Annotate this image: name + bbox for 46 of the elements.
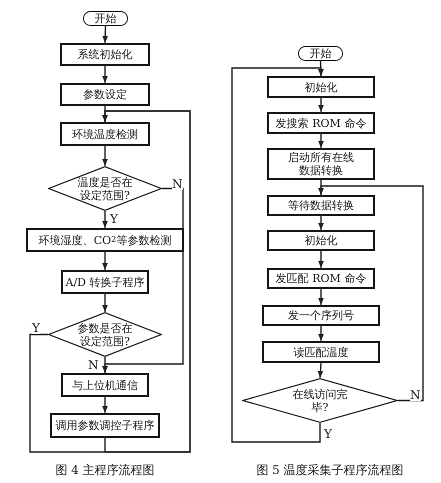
edge-label: Y xyxy=(32,322,40,334)
process-box: 等待数据转换 xyxy=(267,195,375,216)
process-box: 发搜索 ROM 命令 xyxy=(267,112,375,134)
arrow xyxy=(102,188,184,373)
arrow xyxy=(102,252,108,270)
arrow xyxy=(318,60,324,76)
arrow xyxy=(102,397,108,413)
process-box: 调用参数调控子程序 xyxy=(50,413,160,438)
arrow xyxy=(29,110,191,453)
arrow xyxy=(318,362,324,378)
edge-label: N xyxy=(172,178,182,190)
process-box: 发匹配 ROM 命令 xyxy=(267,268,375,289)
edge-label: N xyxy=(88,359,98,371)
process-box: 环境温度检测 xyxy=(60,122,150,146)
process-box: 初始化 xyxy=(267,230,375,251)
process-box: 参数设定 xyxy=(60,83,150,106)
decision-text: 在线访问完毕? xyxy=(292,388,348,414)
arrow xyxy=(102,26,108,44)
arrow xyxy=(102,211,108,228)
decision-text: 参数是否在设定范围? xyxy=(76,322,134,348)
edge-label: N xyxy=(410,389,420,401)
arrow xyxy=(318,185,424,402)
process-box: 读匹配温度 xyxy=(262,341,380,363)
arrow xyxy=(318,289,324,305)
arrow xyxy=(318,326,324,341)
arrow xyxy=(231,67,324,443)
start-terminal: 开始 xyxy=(298,46,343,61)
arrow xyxy=(102,66,108,83)
arrow xyxy=(102,146,108,166)
process-box: 初始化 xyxy=(267,76,375,98)
start-terminal: 开始 xyxy=(83,11,128,26)
process-box: 系统初始化 xyxy=(60,43,150,66)
arrow xyxy=(318,98,324,112)
figure-caption: 图 5 温度采集子程序流程图 xyxy=(256,462,404,479)
process-box: 发一个序列号 xyxy=(262,305,380,326)
process-box: 启动所有在线数据转换 xyxy=(267,148,375,180)
process-box: 与上位机通信 xyxy=(61,373,149,397)
process-box: A/D 转换子程序 xyxy=(61,270,149,294)
arrow xyxy=(102,294,108,312)
arrow xyxy=(318,134,324,148)
decision-text: 温度是否在设定范围? xyxy=(76,176,134,202)
figure-caption: 图 4 主程序流程图 xyxy=(55,462,155,479)
edge-label: Y xyxy=(324,428,332,440)
arrow xyxy=(318,216,324,230)
edge-label: Y xyxy=(110,213,118,225)
arrow xyxy=(318,251,324,268)
